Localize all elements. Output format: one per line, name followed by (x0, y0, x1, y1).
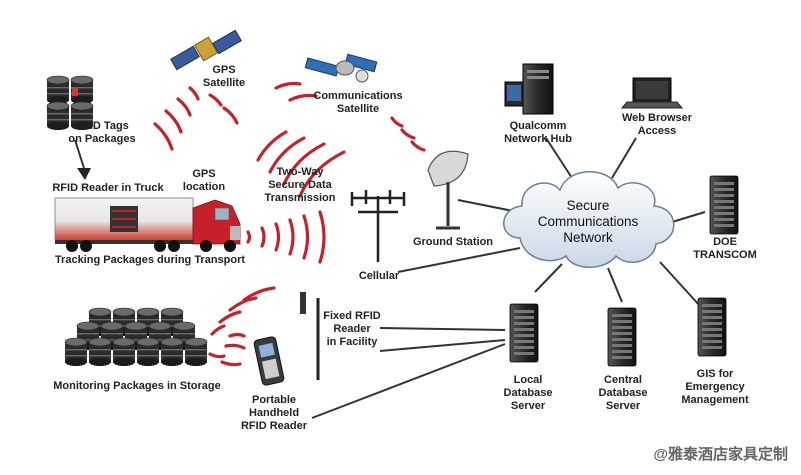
portable-reader-label: Portable Handheld RFID Reader (240, 394, 308, 432)
local-database-label: Local Database Server (503, 374, 553, 412)
link-ground-station (457, 199, 519, 213)
doe-transcom-label: DOE TRANSCOM (693, 236, 757, 261)
watermark: @雅泰酒店家具定制 (653, 446, 788, 463)
ground-station-dish-icon (427, 150, 469, 230)
link-doe (671, 211, 706, 223)
central-database-label: Central Database Server (598, 374, 648, 412)
handheld-rfid-reader-icon (253, 336, 285, 386)
communications-satellite-icon (304, 53, 378, 83)
arrow-head-icon (77, 168, 91, 180)
storage-drums-icon (64, 307, 208, 367)
link-central-db (607, 267, 623, 303)
cellular-tower-icon (350, 190, 406, 262)
truck-icon (54, 197, 241, 252)
network-links (74, 137, 706, 419)
rfid-tagged-drums-icon (46, 75, 94, 131)
fixed-rfid-reader-icon (300, 292, 320, 380)
rfid-tags-label: RFID Tags on Packages (68, 120, 136, 145)
link-fixed-reader (379, 327, 506, 331)
link-fixed-reader-2 (379, 339, 506, 352)
ground-station-label: Ground Station (412, 236, 494, 248)
link-rfid-tags-arrow (74, 139, 85, 169)
gis-emergency-label: GIS for Emergency Management (681, 368, 749, 406)
doe-transcom-server-icon (709, 175, 739, 235)
link-handheld (311, 343, 506, 419)
web-browser-label: Web Browser Access (621, 112, 693, 137)
secure-network-label: Secure Communications Network (537, 198, 639, 245)
qualcomm-hub-label: Qualcomm Network Hub (504, 120, 572, 145)
gis-server-icon (697, 297, 727, 357)
two-way-transmission-label: Two-Way Secure Data Transmission (264, 166, 336, 204)
truck-drums-icon (110, 206, 138, 232)
monitoring-packages-label: Monitoring Packages in Storage (53, 380, 221, 392)
gps-satellite-icon (170, 29, 242, 71)
fixed-rfid-reader-label: Fixed RFID Reader in Facility (323, 310, 381, 348)
link-web-browser (611, 137, 637, 179)
communications-satellite-label: Communications Satellite (313, 90, 403, 115)
tracking-packages-label: Tracking Packages during Transport (54, 254, 246, 266)
central-database-server-icon (607, 307, 637, 367)
link-cellular (397, 247, 521, 273)
gps-satellite-label: GPS Satellite (202, 64, 246, 89)
rfid-reader-truck-label: RFID Reader in Truck (52, 182, 164, 194)
link-gis (659, 261, 701, 307)
signal-waves (153, 81, 426, 367)
laptop-icon (620, 77, 684, 109)
link-qualcomm (545, 137, 573, 179)
gps-location-label: GPS location (182, 168, 226, 193)
cellular-label: Cellular (358, 270, 400, 282)
qualcomm-hub-computer-icon (504, 63, 554, 115)
secure-network-cloud-icon (503, 171, 675, 268)
local-database-server-icon (509, 303, 539, 363)
link-local-db (534, 263, 563, 293)
